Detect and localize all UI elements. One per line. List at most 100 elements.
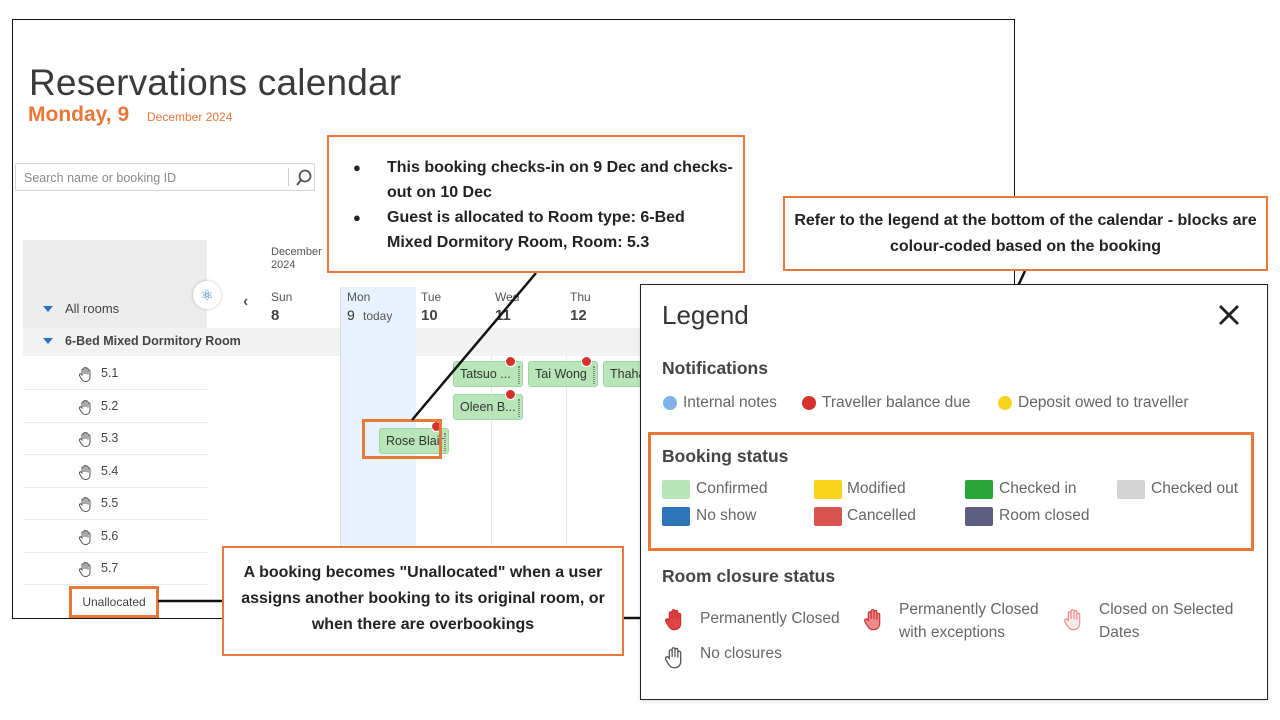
notifications-heading: Notifications bbox=[662, 358, 768, 378]
booking-guest-name: Tatsuo ... bbox=[460, 367, 511, 381]
chevron-down-icon[interactable] bbox=[43, 338, 53, 344]
room-row: 5.3 bbox=[23, 423, 207, 455]
legend-item: Confirmed bbox=[696, 480, 768, 497]
booking-block[interactable]: Rose Blair bbox=[379, 428, 449, 454]
highlight-box bbox=[362, 419, 442, 459]
day-name: Sun bbox=[271, 290, 293, 304]
checked-out-swatch bbox=[1117, 480, 1145, 499]
hand-outline-icon bbox=[79, 562, 91, 577]
booking-block[interactable]: Thaha bbox=[603, 361, 643, 387]
day-number: 10 bbox=[421, 307, 438, 324]
cancelled-swatch bbox=[814, 507, 842, 526]
room-assign-icon[interactable]: ⚛ bbox=[193, 281, 221, 309]
room-closure-heading: Room closure status bbox=[662, 566, 836, 586]
day-name: Mon bbox=[347, 290, 371, 304]
hand-red-filled-icon bbox=[665, 609, 682, 631]
current-month: December 2024 bbox=[147, 110, 233, 124]
legend-item: No closures bbox=[700, 645, 782, 662]
confirmed-swatch bbox=[662, 480, 690, 499]
room-row: 5.6 bbox=[23, 521, 207, 553]
internal-notes-dot bbox=[663, 396, 677, 410]
balance-due-dot bbox=[581, 356, 592, 367]
booking-guest-name: Thaha bbox=[610, 367, 643, 381]
hand-red-half-icon bbox=[864, 609, 881, 631]
callout-legend-note: Refer to the legend at the bottom of the… bbox=[783, 196, 1268, 271]
search-placeholder: Search name or booking ID bbox=[24, 171, 177, 185]
drag-handle[interactable] bbox=[518, 399, 520, 417]
day-name: Wed bbox=[495, 290, 520, 304]
all-rooms-filter[interactable]: All rooms bbox=[65, 301, 120, 316]
hand-red-outline-icon bbox=[1064, 609, 1081, 631]
day-header: Wed 11 bbox=[495, 288, 569, 332]
modified-swatch bbox=[814, 480, 842, 499]
today-label: today bbox=[363, 309, 393, 323]
hand-outline-icon bbox=[79, 400, 91, 415]
balance-due-dot bbox=[505, 356, 516, 367]
hand-outline-icon bbox=[665, 647, 682, 669]
legend-item: Permanently Closed with exceptions bbox=[899, 601, 1039, 641]
callout-unallocated-note: A booking becomes "Unallocated" when a u… bbox=[222, 546, 624, 656]
room-label: 5.1 bbox=[101, 366, 119, 380]
room-type-label: 6-Bed Mixed Dormitory Room bbox=[65, 334, 241, 348]
hand-outline-icon bbox=[79, 367, 91, 382]
booking-guest-name: Rose Blair bbox=[386, 434, 444, 448]
room-label: 5.5 bbox=[101, 496, 119, 510]
booking-status-heading: Booking status bbox=[662, 446, 789, 466]
legend-panel: Legend Notifications Internal notes Trav… bbox=[640, 284, 1268, 700]
current-date: Monday, 9 bbox=[28, 103, 130, 126]
legend-item: Modified bbox=[847, 480, 906, 497]
drag-handle[interactable] bbox=[518, 366, 520, 384]
checked-in-swatch bbox=[965, 480, 993, 499]
room-label: 5.4 bbox=[101, 464, 119, 478]
room-row: 5.4 bbox=[23, 456, 207, 488]
legend-item: Internal notes bbox=[683, 394, 777, 411]
sidebar-header bbox=[23, 240, 207, 328]
search-divider bbox=[288, 168, 289, 186]
legend-item: Traveller balance due bbox=[822, 394, 971, 411]
legend-item: Permanently Closed bbox=[700, 610, 840, 627]
drag-handle[interactable] bbox=[593, 366, 595, 384]
legend-item: Closed on Selected Dates bbox=[1099, 601, 1234, 641]
legend-item: No show bbox=[696, 507, 757, 524]
room-closed-swatch bbox=[965, 507, 993, 526]
highlight-box bbox=[648, 432, 1254, 551]
legend-item: Checked in bbox=[999, 480, 1077, 497]
page-title: Reservations calendar bbox=[29, 62, 402, 103]
booking-guest-name: Tai Wong bbox=[535, 367, 587, 381]
day-number: 12 bbox=[570, 307, 587, 324]
chevron-down-icon[interactable] bbox=[43, 306, 53, 312]
search-icon[interactable] bbox=[294, 168, 314, 188]
grid-line bbox=[491, 356, 492, 618]
callout-bullet: Guest is allocated to Room type: 6-Bed M… bbox=[351, 205, 733, 255]
chevron-left-icon[interactable]: ‹ bbox=[243, 293, 249, 310]
day-header: Thu 12 bbox=[570, 288, 644, 332]
close-icon[interactable] bbox=[1215, 301, 1243, 329]
balance-due-dot bbox=[505, 389, 516, 400]
legend-item: Deposit owed to traveller bbox=[1018, 394, 1189, 411]
drag-handle[interactable] bbox=[444, 433, 446, 451]
legend-title: Legend bbox=[662, 300, 749, 330]
room-label: 5.6 bbox=[101, 529, 119, 543]
day-header: Sun 8 bbox=[271, 288, 345, 332]
search-input[interactable]: Search name or booking ID bbox=[15, 163, 315, 191]
balance-due-dot bbox=[802, 396, 816, 410]
room-row: 5.5 bbox=[23, 488, 207, 520]
day-header: Tue 10 bbox=[421, 288, 495, 332]
room-row: 5.2 bbox=[23, 391, 207, 423]
day-number: 11 bbox=[495, 307, 511, 324]
callout-bullet: This booking checks-in on 9 Dec and chec… bbox=[351, 155, 733, 205]
hand-outline-icon bbox=[79, 465, 91, 480]
day-number: 9 bbox=[347, 307, 355, 323]
room-row: 5.1 bbox=[23, 358, 207, 390]
room-row: 5.7 bbox=[23, 553, 207, 585]
legend-item: Checked out bbox=[1151, 480, 1239, 497]
no-show-swatch bbox=[662, 507, 690, 526]
day-number: 8 bbox=[271, 307, 280, 324]
month-label: December 2024 bbox=[271, 246, 322, 271]
hand-outline-icon bbox=[79, 530, 91, 545]
unallocated-row[interactable]: Unallocated bbox=[69, 586, 159, 618]
room-type-row bbox=[23, 328, 207, 356]
room-label: 5.3 bbox=[101, 431, 119, 445]
room-label: 5.7 bbox=[101, 561, 119, 575]
legend-item: Room closed bbox=[999, 507, 1090, 524]
